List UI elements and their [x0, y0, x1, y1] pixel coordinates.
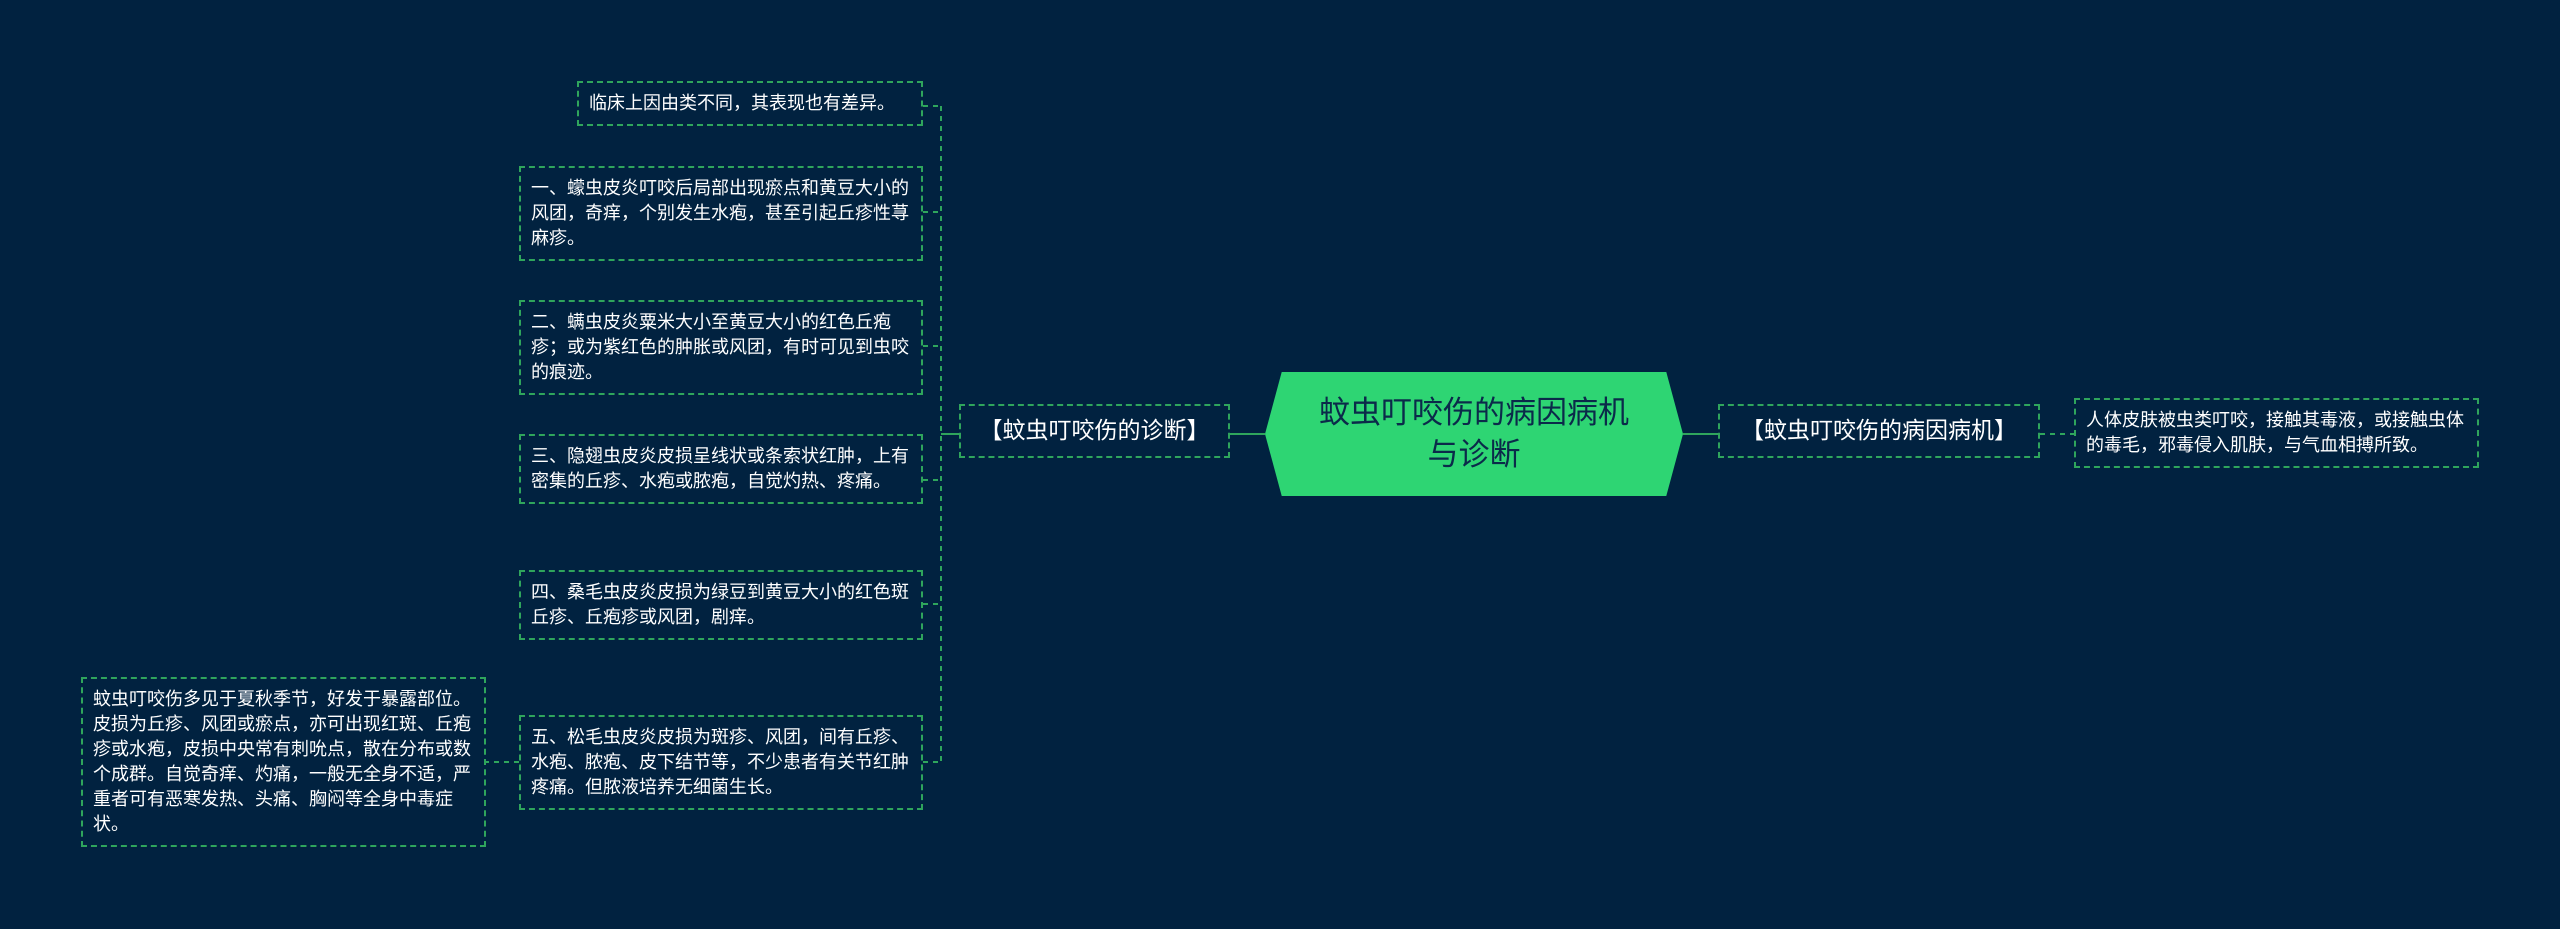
leaf-text-1: 一、蠓虫皮炎叮咬后局部出现瘀点和黄豆大小的风团，奇痒，个别发生水疱，甚至引起丘疹…	[531, 178, 909, 249]
sub-leaf-text: 蚊虫叮咬伤多见于夏秋季节，好发于暴露部位。皮损为丘疹、风团或瘀点，亦可出现红斑、…	[93, 689, 471, 835]
leaf-node-1[interactable]: 一、蠓虫皮炎叮咬后局部出现瘀点和黄豆大小的风团，奇痒，个别发生水疱，甚至引起丘疹…	[519, 166, 923, 261]
branch-etiology-label: 【蚊虫叮咬伤的病因病机】	[1741, 418, 2017, 444]
leaf-text-4: 四、桑毛虫皮炎皮损为绿豆到黄豆大小的红色斑丘疹、丘疱疹或风团，剧痒。	[531, 582, 909, 628]
right-leaf-text: 人体皮肤被虫类叮咬，接触其毒液，或接触虫体的毒毛，邪毒侵入肌肤，与气血相搏所致。	[2086, 410, 2464, 456]
sub-leaf-node[interactable]: 蚊虫叮咬伤多见于夏秋季节，好发于暴露部位。皮损为丘疹、风团或瘀点，亦可出现红斑、…	[81, 677, 486, 847]
branch-etiology[interactable]: 【蚊虫叮咬伤的病因病机】	[1718, 404, 2040, 458]
branch-diagnosis-label: 【蚊虫叮咬伤的诊断】	[979, 418, 1210, 444]
leaf-node-0[interactable]: 临床上因由类不同，其表现也有差异。	[577, 81, 923, 126]
right-leaf-node[interactable]: 人体皮肤被虫类叮咬，接触其毒液，或接触虫体的毒毛，邪毒侵入肌肤，与气血相搏所致。	[2074, 398, 2479, 468]
leaf-node-5[interactable]: 五、松毛虫皮炎皮损为斑疹、风团，间有丘疹、水疱、脓疱、皮下结节等，不少患者有关节…	[519, 715, 923, 810]
leaf-text-5: 五、松毛虫皮炎皮损为斑疹、风团，间有丘疹、水疱、脓疱、皮下结节等，不少患者有关节…	[531, 727, 909, 798]
branch-diagnosis[interactable]: 【蚊虫叮咬伤的诊断】	[959, 404, 1230, 458]
leaf-node-2[interactable]: 二、螨虫皮炎粟米大小至黄豆大小的红色丘疱疹；或为紫红色的肿胀或风团，有时可见到虫…	[519, 300, 923, 395]
root-node[interactable]: 蚊虫叮咬伤的病因病机与诊断	[1265, 372, 1683, 496]
leaf-node-4[interactable]: 四、桑毛虫皮炎皮损为绿豆到黄豆大小的红色斑丘疹、丘疱疹或风团，剧痒。	[519, 570, 923, 640]
leaf-node-3[interactable]: 三、隐翅虫皮炎皮损呈线状或条索状红肿，上有密集的丘疹、水疱或脓疱，自觉灼热、疼痛…	[519, 434, 923, 504]
root-title: 蚊虫叮咬伤的病因病机与诊断	[1319, 395, 1629, 473]
leaf-text-2: 二、螨虫皮炎粟米大小至黄豆大小的红色丘疱疹；或为紫红色的肿胀或风团，有时可见到虫…	[531, 312, 909, 383]
leaf-text-3: 三、隐翅虫皮炎皮损呈线状或条索状红肿，上有密集的丘疹、水疱或脓疱，自觉灼热、疼痛…	[531, 446, 909, 492]
leaf-text-0: 临床上因由类不同，其表现也有差异。	[589, 93, 895, 114]
